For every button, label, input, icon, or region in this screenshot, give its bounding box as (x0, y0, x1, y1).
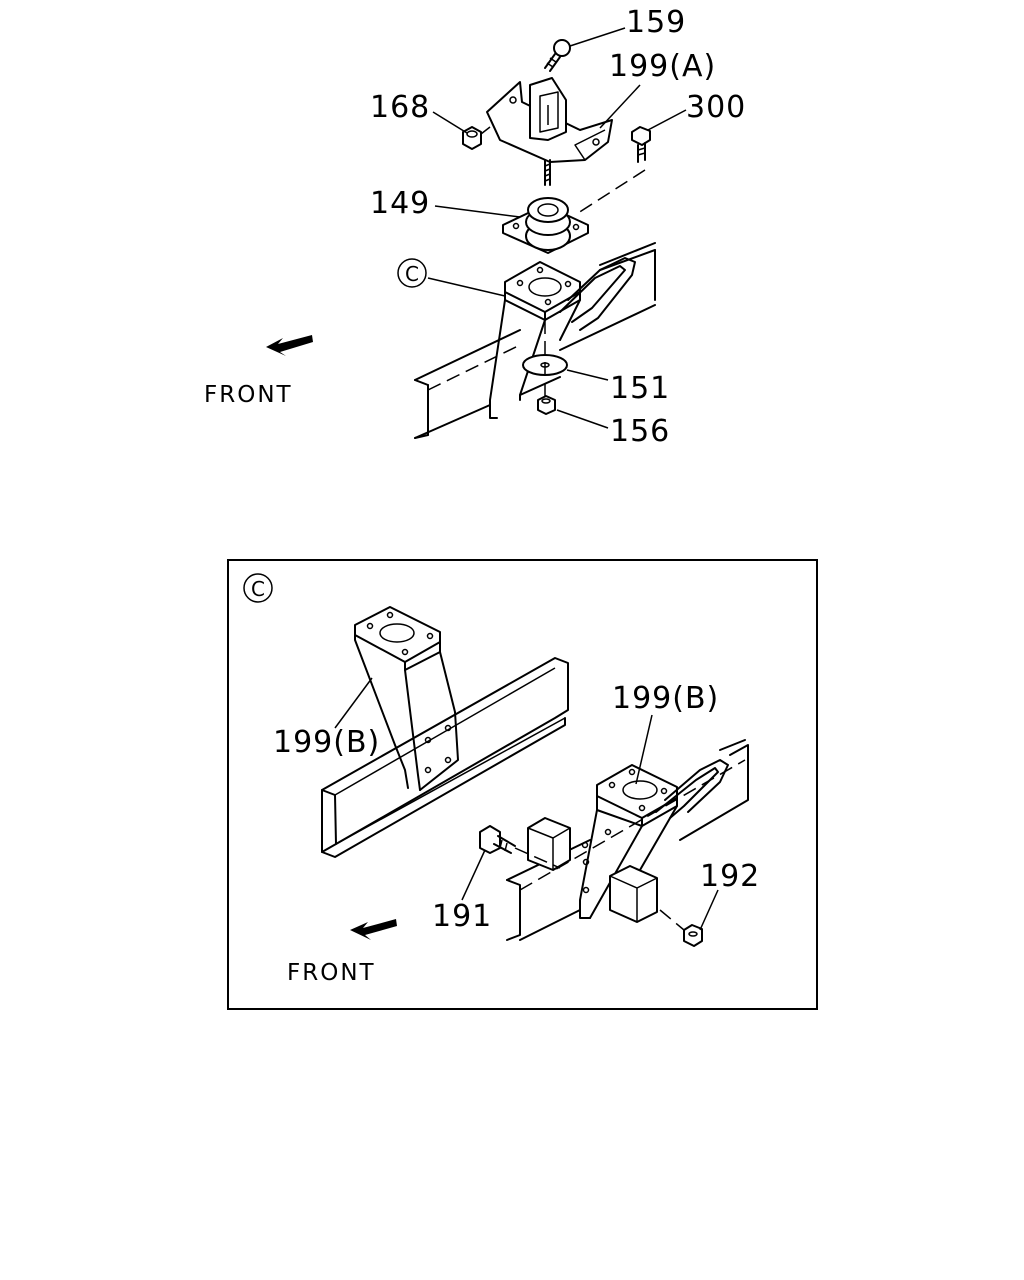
detail-c-panel: C (227, 559, 818, 1010)
left-frame-rail (321, 657, 569, 858)
frame-rail (414, 242, 656, 439)
bolt-159 (544, 39, 571, 72)
label-199b-left: 199(B) (273, 725, 380, 760)
bracket-199a (486, 77, 613, 186)
label-199b-right: 199(B) (612, 681, 719, 716)
label-168: 168 (370, 90, 430, 125)
label-191: 191 (432, 899, 492, 934)
right-bracket-199b (527, 759, 729, 923)
top-exploded-view: FRONT 159 199(A) 168 300 149 C 151 156 (204, 5, 746, 449)
front-arrow-detail (350, 919, 397, 940)
detail-circle-c (243, 573, 273, 603)
callout-c-letter: C (405, 262, 419, 286)
callout-circle-c (397, 258, 427, 288)
bolt-300 (574, 126, 651, 216)
left-bracket-199b (354, 606, 459, 791)
front-arrow-top (266, 335, 313, 356)
detail-c-letter: C (251, 577, 265, 601)
label-300: 300 (686, 90, 746, 125)
bracket-c (489, 257, 636, 419)
label-159: 159 (626, 5, 686, 40)
label-149: 149 (370, 186, 430, 221)
nut-156 (537, 395, 556, 415)
label-199a: 199(A) (609, 49, 716, 84)
label-151: 151 (610, 371, 670, 406)
bolt-191 (479, 825, 561, 869)
front-label-top: FRONT (204, 382, 293, 408)
front-label-detail: FRONT (287, 960, 376, 986)
label-156: 156 (610, 414, 670, 449)
insulator-149 (502, 197, 589, 254)
nut-192 (659, 909, 703, 947)
nut-168 (462, 126, 491, 150)
washer-151 (522, 320, 568, 400)
label-192: 192 (700, 859, 760, 894)
